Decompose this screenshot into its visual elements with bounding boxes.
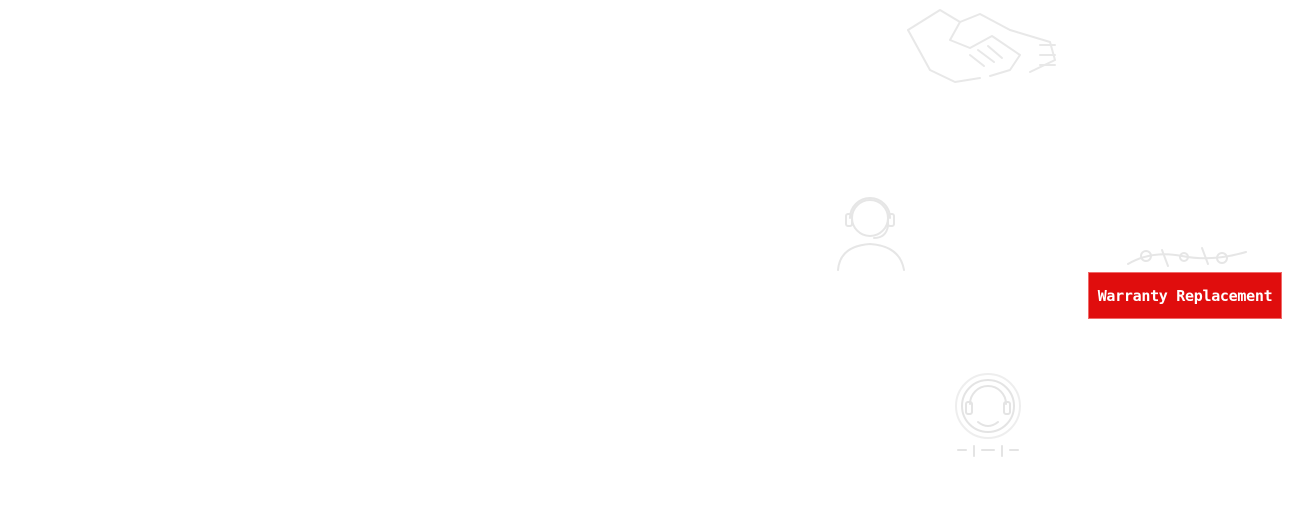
warranty-replacement-button[interactable]: Warranty Replacement xyxy=(1088,272,1282,319)
customer-service-agent-icon xyxy=(830,188,910,273)
handshake-icon xyxy=(900,0,1065,95)
repair-tools-icon xyxy=(1122,244,1252,274)
support-headset-icon xyxy=(948,368,1028,463)
